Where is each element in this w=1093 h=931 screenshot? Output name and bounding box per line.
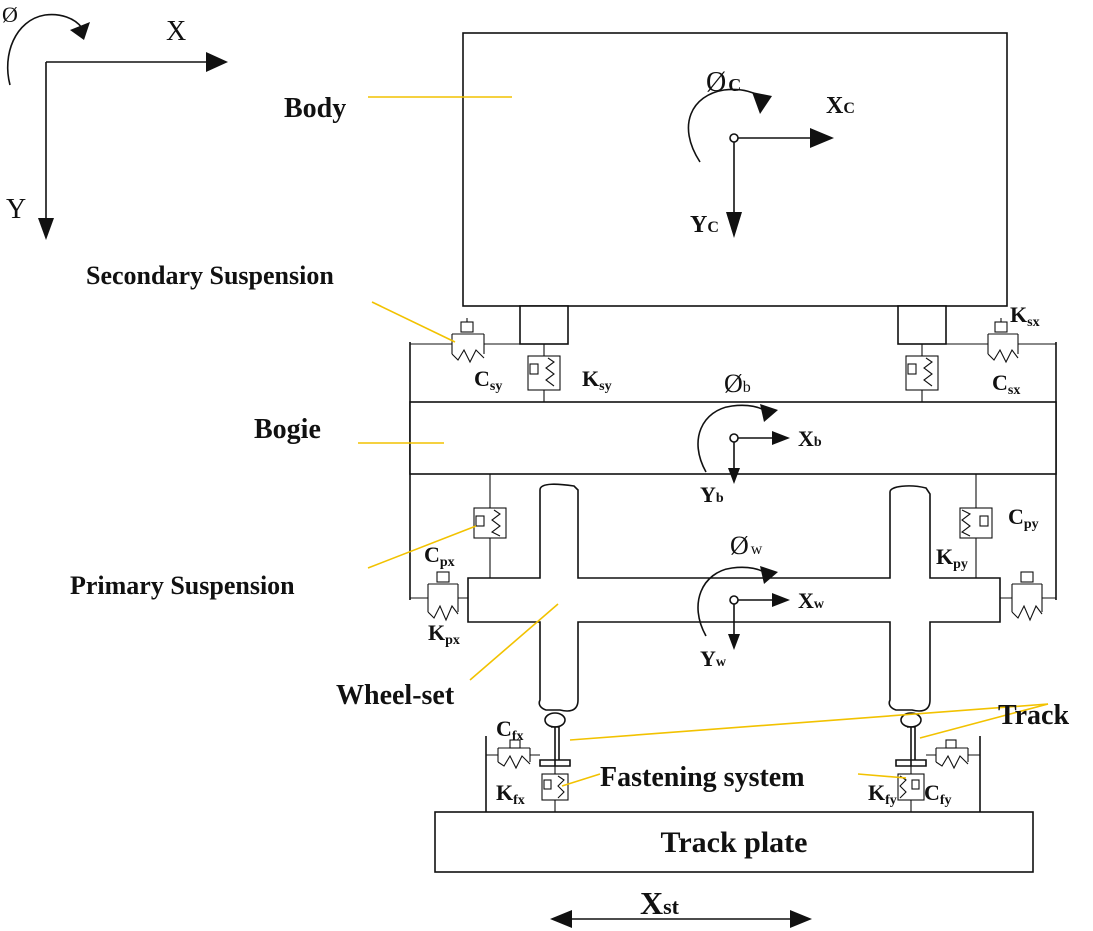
c-sy-label: Csy — [474, 366, 502, 394]
x-axis-arrowhead — [206, 52, 228, 72]
secondary-suspension-label: Secondary Suspension — [86, 261, 334, 290]
car-body-rect — [462, 32, 1008, 307]
c-fy-label: Cfy — [924, 780, 952, 808]
phi-label: Ø — [2, 2, 18, 27]
bogie-rotation-arc — [697, 404, 769, 473]
right-rail — [895, 712, 927, 767]
track-leader-line-right — [919, 703, 1049, 739]
right-bolster — [897, 305, 947, 345]
primary-suspension-label: Primary Suspension — [70, 571, 295, 600]
phi-rotation-arrowhead — [70, 22, 90, 40]
right-lateral-secondary-spring-damper — [946, 318, 1056, 364]
left-lateral-fastening-spring-damper — [486, 739, 540, 770]
c-sx-label: Csx — [992, 370, 1020, 398]
bogie-phi-label: Øb — [724, 369, 751, 398]
left-vertical-secondary-spring-damper — [527, 344, 561, 402]
displacement-label: Xst — [640, 885, 680, 921]
right-lateral-fastening-spring-damper — [926, 739, 980, 770]
wheelset-label: Wheel-set — [336, 680, 455, 711]
y-axis-label: Y — [6, 194, 26, 225]
k-py-label: Kpy — [936, 544, 968, 572]
right-lateral-primary-spring-damper — [1000, 571, 1056, 622]
primary-suspension-leader-line — [367, 525, 477, 569]
wheelset-y-label: Yw — [700, 646, 727, 671]
bogie-rotation-arrowhead — [760, 404, 778, 422]
x-axis-label: X — [166, 16, 186, 47]
k-sy-label: Ksy — [582, 366, 612, 394]
left-rail — [539, 712, 571, 767]
fastening-system-label: Fastening system — [600, 762, 805, 793]
wheelset-x-arrowhead — [772, 593, 790, 607]
bogie: Bogie Øb Xb Yb — [254, 369, 1057, 507]
fastening-leader-line-left — [561, 773, 601, 787]
bogie-y-arrowhead — [728, 468, 740, 484]
body-center-point — [729, 133, 739, 143]
left-lateral-secondary-spring-damper — [410, 318, 520, 364]
track-plate-displacement: Xst — [550, 885, 812, 928]
track-label: Track — [998, 700, 1069, 731]
track-plate-label: Track plate — [661, 826, 808, 859]
right-vertical-secondary-spring-damper — [905, 344, 939, 402]
k-fy-label: Kfy — [868, 780, 897, 808]
body-rotation-arrowhead — [752, 92, 772, 114]
bogie-x-arrowhead — [772, 431, 790, 445]
wheelset-x-label: Xw — [798, 588, 825, 613]
left-vertical-fastening-spring-damper — [541, 766, 569, 812]
body-label: Body — [284, 93, 346, 124]
bogie-x-label: Xb — [798, 426, 822, 451]
right-vertical-primary-spring-damper — [959, 474, 993, 578]
left-bolster — [519, 305, 569, 345]
secondary-suspension: Secondary Suspension Csy Ksy Ksx Csx — [86, 261, 1057, 600]
track-leader-line-left — [569, 703, 1049, 741]
c-px-label: Cpx — [424, 542, 455, 570]
k-fx-label: Kfx — [496, 780, 525, 808]
wheelset-rotation-arrowhead — [760, 566, 778, 584]
y-axis-arrowhead — [38, 218, 54, 240]
body-y-arrowhead — [726, 212, 742, 238]
wheelset-rotation-arc — [697, 566, 769, 637]
body-y-label: YC — [690, 212, 719, 238]
right-vertical-fastening-spring-damper — [897, 766, 925, 812]
bogie-center-point — [729, 433, 739, 443]
body-x-arrowhead — [810, 128, 834, 148]
primary-suspension: Primary Suspension Cpx Kpx Cpy Kpy — [70, 474, 1056, 648]
c-fx-label: Cfx — [496, 716, 524, 744]
body-x-label: XC — [826, 93, 855, 119]
wheelset-y-arrowhead — [728, 634, 740, 650]
phi-rotation-arc — [6, 13, 83, 86]
bogie-y-label: Yb — [700, 482, 724, 507]
displacement-arrowhead-right — [790, 910, 812, 928]
left-vertical-primary-spring-damper — [473, 474, 507, 578]
left-lateral-primary-spring-damper — [410, 571, 468, 622]
global-coordinate-frame: Ø X Y — [2, 2, 228, 240]
wheelset-center-point — [729, 595, 739, 605]
secondary-suspension-leader-line — [371, 301, 456, 343]
track-plate-rect — [434, 811, 1034, 873]
k-sx-label: Ksx — [1010, 302, 1040, 330]
wheelset-leader-line — [469, 603, 559, 681]
bogie-label: Bogie — [254, 414, 321, 445]
c-py-label: Cpy — [1008, 504, 1039, 532]
displacement-arrowhead-left — [550, 910, 572, 928]
k-px-label: Kpx — [428, 620, 460, 648]
fastening-leader-line-right — [857, 773, 907, 779]
track-and-fastening: Track Fastening system Cfx Kfx Kfy Cfy — [485, 700, 1069, 812]
track-plate: Track plate — [434, 811, 1034, 873]
